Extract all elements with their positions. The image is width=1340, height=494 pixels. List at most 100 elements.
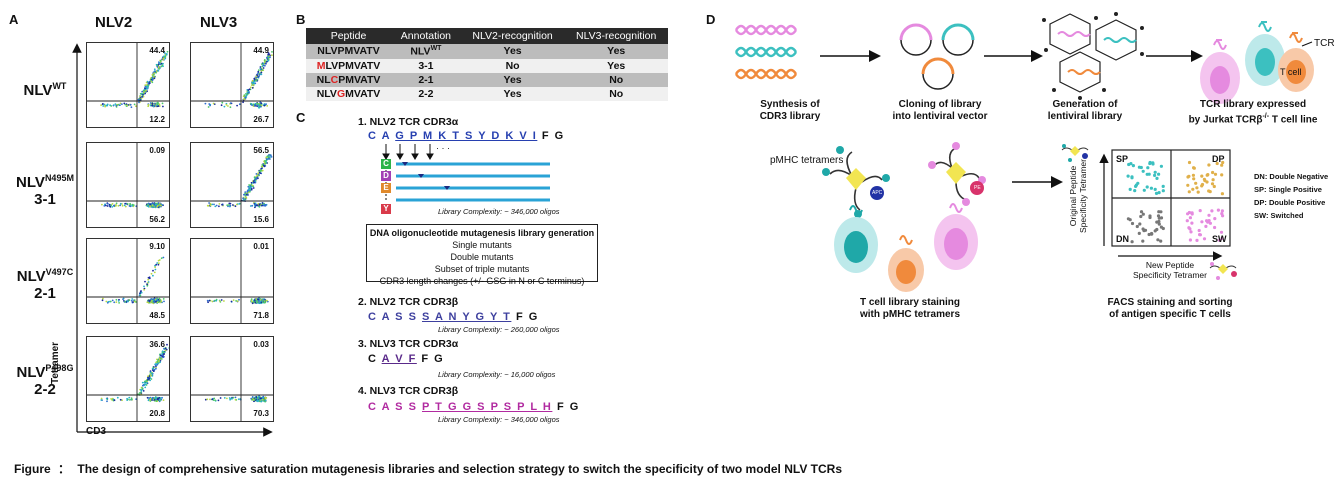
mutation-residue: C — [330, 73, 339, 86]
quadrant-lower-right-value: 48.5 — [149, 311, 165, 320]
pmhc-tetramers-label: pMHC tetramers — [770, 155, 844, 166]
step-tcr-sup: -/- — [1262, 113, 1270, 120]
quadrant-upper-right-value: 0.01 — [253, 242, 269, 251]
nlv3-cell: Yes — [564, 58, 668, 73]
seq-fixed: F G — [556, 401, 580, 413]
section-2-sequence: C A S S S A N Y G Y T F G — [368, 311, 539, 323]
mut-letter-d: D — [381, 171, 391, 181]
panel-a-letter: A — [9, 12, 19, 27]
legend-item: SW: Switched — [1254, 211, 1304, 220]
seq-fixed: F G — [515, 311, 539, 323]
quadrant-lower-right-value: 70.3 — [253, 409, 269, 418]
seq-variable: A V F — [381, 353, 417, 365]
quadrant-upper-right-value: 9.10 — [149, 242, 165, 251]
panel-b-letter: B — [296, 12, 306, 27]
ellipsis: · · · — [436, 143, 450, 153]
row-label-p498g: NLVP498G 2-2 — [6, 360, 84, 398]
nlv2-cell: Yes — [460, 44, 565, 59]
section-1-title: 1. NLV2 TCR CDR3α — [358, 116, 459, 128]
panel-a-axes — [72, 43, 273, 437]
annotation-cell: 2-1 — [391, 72, 461, 87]
section-1-complexity: Library Complexity: ~ 346,000 oligos — [438, 207, 560, 216]
legend-item: SP: Single Positive — [1254, 185, 1322, 194]
peptide-text: NLV — [316, 87, 337, 100]
step-tcr-text: by Jurkat TCRβ — [1188, 114, 1263, 126]
row-label-name: NLV — [16, 268, 46, 285]
col-header: NLV3-recognition — [564, 28, 668, 44]
quadrant-lower-right-value: 71.8 — [253, 311, 269, 320]
section-2-complexity: Library Complexity: ~ 260,000 oligos — [438, 325, 560, 334]
quadrant-upper-right-value: 36.6 — [149, 340, 165, 349]
workflow-diagram — [734, 12, 1314, 292]
peptide-table: Peptide Annotation NLV2-recognition NLV3… — [306, 28, 668, 101]
flow-plot: 0.01 71.8 — [190, 238, 274, 324]
row-label-name: NLV — [16, 174, 45, 191]
tcr-label: TCR — [1314, 38, 1335, 49]
col-header: Peptide — [306, 28, 392, 44]
apc-label: APC — [872, 190, 883, 196]
quadrant-upper-right-value: 56.5 — [253, 146, 269, 155]
row-label-wt: NLVWT — [10, 78, 80, 99]
nlv3-cell: No — [564, 72, 668, 87]
step-lentiviral-label: Generation of lentiviral library — [1047, 99, 1123, 122]
box-line: CDR3 length changes (+/- GSG in N or C t… — [379, 276, 585, 286]
quadrant-lower-right-value: 12.2 — [149, 115, 165, 124]
panel-d-letter: D — [706, 12, 716, 27]
section-3-title: 3. NLV3 TCR CDR3α — [358, 338, 459, 350]
quadrant-upper-right-value: 0.09 — [149, 146, 165, 155]
quadrant-upper-right-value: 44.9 — [253, 46, 269, 55]
facs-sorting-label: FACS staining and sorting of antigen spe… — [1107, 297, 1233, 320]
peptide-cell: NLCPMVATV — [306, 72, 392, 87]
step-cloning-label: Cloning of library into lentiviral vecto… — [892, 99, 988, 122]
step-tcr-line2: by Jurkat TCRβ-/- T cell line — [1168, 111, 1338, 126]
row-label-name: NLV — [16, 364, 46, 381]
section-4-sequence: C A S S P T G G S P S P L H F G — [368, 401, 580, 413]
step-synthesis-label: Synthesis of CDR3 library — [759, 99, 821, 122]
seq-fixed: C A S S — [368, 401, 418, 413]
seq-fixed: C A S S — [368, 311, 418, 323]
section-2-title: 2. NLV2 TCR CDR3β — [358, 296, 459, 308]
mutation-residue: M — [316, 59, 326, 72]
mut-letter-c: C — [381, 159, 391, 169]
annotation-cell: 3-1 — [391, 58, 461, 73]
tcell-staining-label: T cell library staining with pMHC tetram… — [859, 297, 961, 320]
seq-fixed: C A — [368, 130, 391, 142]
row-label-sub: 2-2 — [34, 381, 56, 398]
quadrant-sp: SP — [1116, 154, 1129, 164]
row-label-sup: WT — [52, 81, 67, 91]
table-row: NLVGMVATV 2-2 Yes No — [306, 86, 668, 101]
seq-fixed: F G — [541, 130, 565, 142]
row-label-sup: P498G — [45, 363, 74, 373]
panel-c-letter: C — [296, 110, 306, 125]
mutation-residue: G — [336, 87, 346, 100]
quadrant-dp: DP — [1212, 154, 1225, 164]
table-row: NLCPMVATV 2-1 Yes No — [306, 72, 668, 87]
seq-fixed: F G — [421, 353, 445, 365]
step-tcr-library-label: TCR library expressed by Jurkat TCRβ-/- … — [1168, 99, 1338, 126]
row-label-sub: 2-1 — [34, 285, 56, 302]
row-label-sub: 3-1 — [34, 191, 56, 208]
mutagenesis-diagram — [382, 144, 550, 202]
quadrant-lower-right-value: 26.7 — [253, 115, 269, 124]
quadrant-upper-right-value: 0.03 — [253, 340, 269, 349]
annotation-cell: 2-2 — [391, 86, 461, 101]
seq-variable: S A N Y G Y T — [421, 311, 512, 323]
col-header-nlv2: NLV2 — [95, 14, 133, 31]
section-4-complexity: Library Complexity: ~ 346,000 oligos — [438, 415, 560, 424]
peptide-cell: NLVGMVATV — [306, 86, 392, 101]
col-header: NLV2-recognition — [460, 28, 565, 44]
nlv2-cell: No — [460, 58, 565, 73]
flow-plot: 0.03 70.3 — [190, 336, 274, 422]
pe-label: PE — [974, 185, 981, 191]
mut-letter-y: Y — [381, 204, 391, 214]
annotation-text: NLV — [410, 45, 431, 58]
table-row: NLVPMVATV NLVWT Yes Yes — [306, 44, 668, 59]
seq-fixed: C — [368, 353, 378, 365]
peptide-text: PMVATV — [338, 73, 381, 86]
nlv2-cell: Yes — [460, 72, 565, 87]
mut-letter-e: E — [381, 183, 391, 193]
quadrant-dn: DN — [1116, 234, 1129, 244]
seq-variable: G P M K T S Y D K V I — [395, 130, 538, 142]
